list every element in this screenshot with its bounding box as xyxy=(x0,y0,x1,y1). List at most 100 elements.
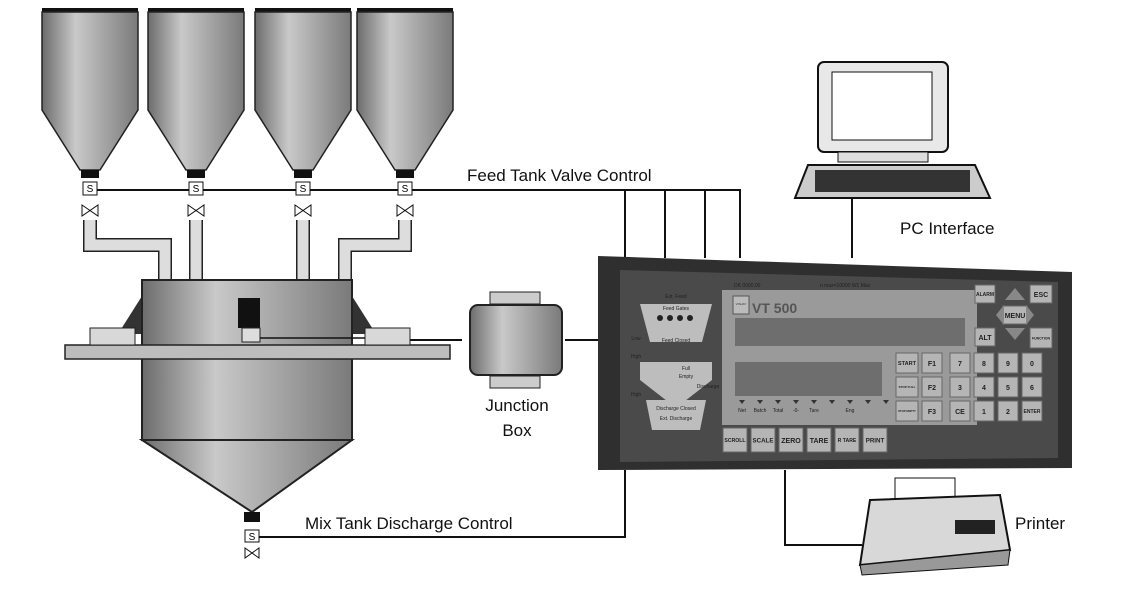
key-5[interactable]: 5 xyxy=(997,376,1019,398)
key-esc[interactable]: ESC xyxy=(1029,284,1053,304)
solenoid xyxy=(397,181,413,196)
key-print-label: PRINT xyxy=(866,437,885,444)
feed-pipe xyxy=(84,220,171,280)
indicator-arrow xyxy=(811,400,817,404)
key-scroll[interactable]: SCROLL xyxy=(722,427,748,453)
key-start[interactable]: START xyxy=(895,352,919,374)
load-cell-left xyxy=(89,327,136,346)
key-zero[interactable]: ZERO xyxy=(778,427,804,453)
key-5-label: 5 xyxy=(1006,385,1010,392)
valve-icon xyxy=(81,204,99,217)
key-0[interactable]: 0 xyxy=(1021,352,1043,374)
key-stop-empty-label: STOP EMPTY xyxy=(898,409,916,413)
solenoid xyxy=(295,181,311,196)
key-alarm[interactable]: ALARM xyxy=(974,284,996,304)
key-f1[interactable]: F1 xyxy=(921,352,943,374)
mimic-label-high1: High xyxy=(631,354,642,360)
mimic-label-low: Low xyxy=(631,336,641,342)
indicator-label: Net xyxy=(738,408,746,414)
arrow-left-key[interactable] xyxy=(996,305,1004,325)
key-f3[interactable]: F3 xyxy=(921,400,943,422)
indicator-label: Batch xyxy=(754,408,767,414)
arrow-up-key[interactable] xyxy=(1005,288,1025,300)
mimic-label-discharge: Discharge xyxy=(697,384,720,390)
pc-interface-label: PC Interface xyxy=(900,219,995,238)
display-upper xyxy=(735,318,965,346)
key-tare[interactable]: TARE xyxy=(806,427,832,453)
key-enter[interactable]: ENTER xyxy=(1021,400,1043,422)
solenoid xyxy=(188,181,204,196)
junction-box xyxy=(469,291,563,389)
valve-icon xyxy=(294,204,312,217)
mimic-label-empty: Empty xyxy=(679,374,694,380)
key-esc-label: ESC xyxy=(1034,292,1048,299)
key-stop-full[interactable]: STOP FULL xyxy=(895,376,919,398)
mimic-label-discharge_closed: Discharge Closed xyxy=(656,406,696,412)
key-7[interactable]: 7 xyxy=(949,352,971,374)
key-ce[interactable]: CE xyxy=(949,400,971,422)
feed-gate-led xyxy=(667,315,673,321)
key-r-tare-label: R TARE xyxy=(838,438,857,444)
valve-icon xyxy=(187,204,205,217)
indicator-arrow xyxy=(793,400,799,404)
key-2[interactable]: 2 xyxy=(997,400,1019,422)
key-alt[interactable]: ALT xyxy=(974,327,996,347)
solenoid-label: S xyxy=(87,184,94,195)
key-4-label: 4 xyxy=(982,385,986,392)
feed-gate-led xyxy=(657,315,663,321)
key-alarm-label: ALARM xyxy=(976,292,994,298)
key-9[interactable]: 9 xyxy=(997,352,1019,374)
printer xyxy=(858,477,1012,576)
key-print[interactable]: PRINT xyxy=(862,427,888,453)
feed-hopper: S xyxy=(338,8,454,280)
support-beam xyxy=(64,344,451,360)
key-f2[interactable]: F2 xyxy=(921,376,943,398)
vishay-logo xyxy=(732,295,750,315)
key-1[interactable]: 1 xyxy=(973,400,995,422)
mimic-label-feed_gates: Feed Gates xyxy=(663,306,690,312)
key-3[interactable]: 3 xyxy=(949,376,971,398)
key-1-label: 1 xyxy=(982,409,986,416)
key-stop-empty[interactable]: STOP EMPTY xyxy=(895,400,919,422)
feed-valve-control-label: Feed Tank Valve Control xyxy=(467,166,652,185)
key-8[interactable]: 8 xyxy=(973,352,995,374)
solenoid-label: S xyxy=(193,184,200,195)
indicator-arrow xyxy=(739,400,745,404)
mimic-label-high2: High xyxy=(631,392,642,398)
indicator-arrow xyxy=(829,400,835,404)
key-r-tare[interactable]: R TARE xyxy=(834,427,860,453)
key-function[interactable]: FUNCTION xyxy=(1029,327,1053,349)
level-sensor xyxy=(238,298,260,328)
arrow-down-key[interactable] xyxy=(1005,328,1025,340)
display-lower xyxy=(735,362,882,396)
key-ce-label: CE xyxy=(955,409,965,416)
key-6-label: 6 xyxy=(1030,385,1034,392)
key-8-label: 8 xyxy=(982,361,986,368)
indicator-arrow xyxy=(775,400,781,404)
feed-hopper: S xyxy=(254,8,352,280)
mimic-label-ext_discharge: Ext. Discharge xyxy=(660,416,693,422)
feed-hopper: S xyxy=(41,8,172,280)
key-2-label: 2 xyxy=(1006,409,1010,416)
key-function-label: FUNCTION xyxy=(1032,336,1050,340)
key-alt-label: ALT xyxy=(978,335,992,342)
feed-gate-led xyxy=(687,315,693,321)
key-f1-label: F1 xyxy=(928,361,936,368)
key-enter-label: ENTER xyxy=(1024,409,1041,415)
key-f3-label: F3 xyxy=(928,409,936,416)
key-menu[interactable]: MENU xyxy=(1002,305,1028,325)
key-scale[interactable]: SCALE xyxy=(750,427,776,453)
key-7-label: 7 xyxy=(958,361,962,368)
key-tare-label: TARE xyxy=(810,438,829,445)
key-6[interactable]: 6 xyxy=(1021,376,1043,398)
key-stop-full-label: STOP FULL xyxy=(898,385,915,389)
mix-discharge-control-label: Mix Tank Discharge Control xyxy=(305,514,513,533)
key-4[interactable]: 4 xyxy=(973,376,995,398)
solenoid-label: S xyxy=(300,184,307,195)
junction-box-label-2: Box xyxy=(502,421,532,440)
arrow-right-key[interactable] xyxy=(1026,305,1034,325)
solenoid-label: S xyxy=(402,184,409,195)
